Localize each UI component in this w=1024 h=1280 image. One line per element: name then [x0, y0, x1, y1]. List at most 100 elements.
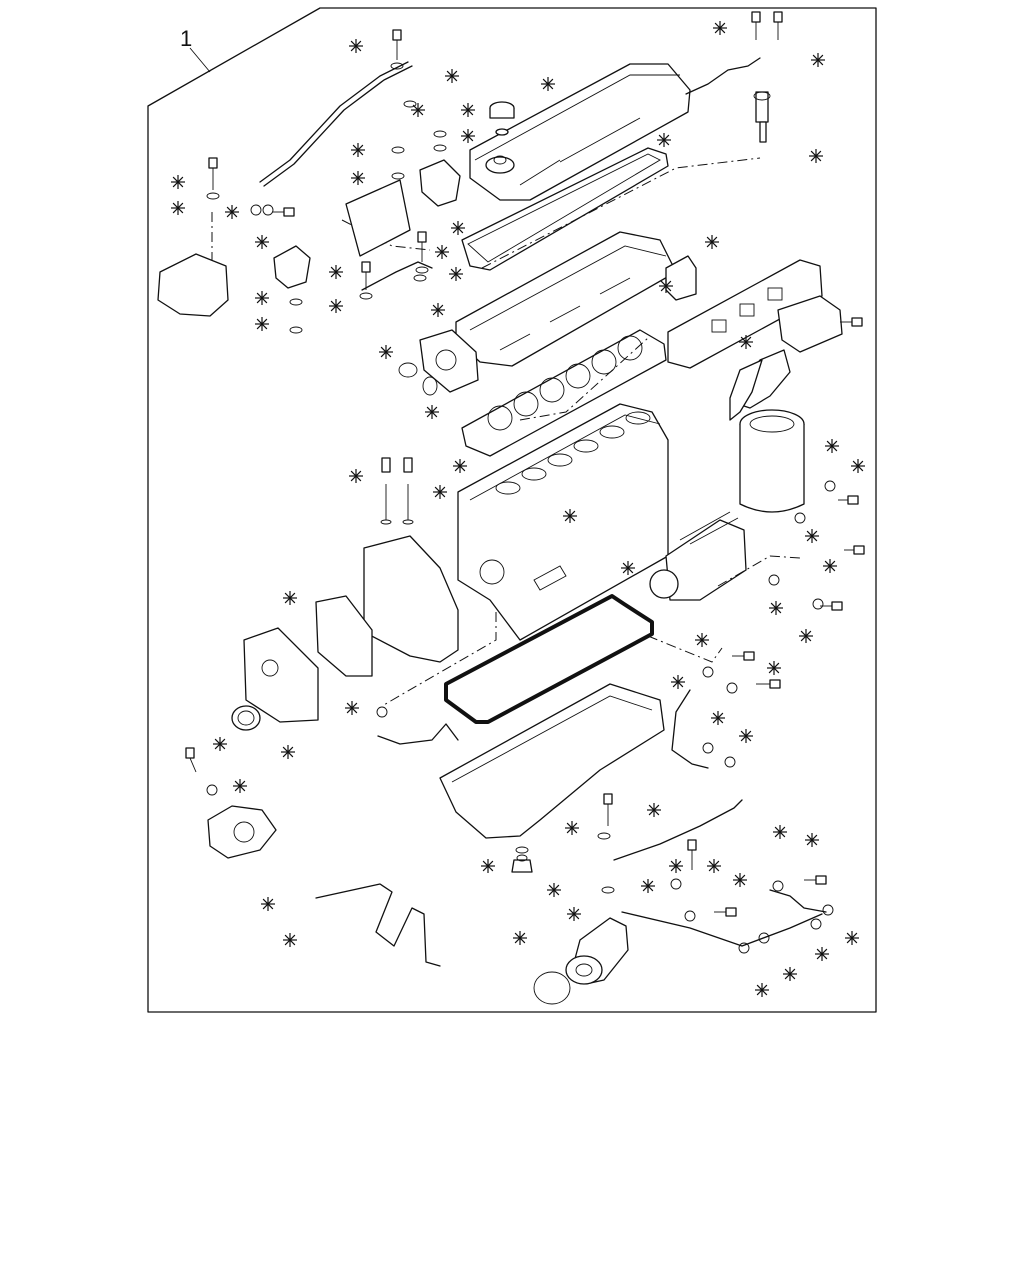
asterisk-marker — [851, 459, 865, 473]
washer — [724, 756, 736, 768]
assembly-centerline-6 — [341, 219, 431, 251]
asterisk-markers — [171, 21, 865, 997]
asterisk-marker — [767, 661, 781, 675]
asterisk-marker — [799, 629, 813, 643]
water-pump-assembly — [157, 159, 461, 317]
assembly-centerline-7 — [519, 337, 649, 421]
asterisk-marker — [213, 737, 227, 751]
asterisk-marker — [351, 143, 365, 157]
asterisk-marker — [351, 171, 365, 185]
asterisk-marker — [425, 405, 439, 419]
lower-tube-assembly — [315, 883, 441, 967]
thermostat-housing — [419, 329, 479, 393]
steering-line — [769, 889, 827, 913]
asterisk-marker — [283, 933, 297, 947]
asterisk-marker — [255, 235, 269, 249]
asterisk-marker — [705, 235, 719, 249]
washer — [812, 598, 824, 610]
asterisk-marker — [445, 69, 459, 83]
asterisk-marker — [349, 469, 363, 483]
washer — [670, 878, 682, 890]
oil-filler-cap — [489, 101, 515, 136]
washer — [433, 130, 447, 138]
asterisk-marker — [713, 21, 727, 35]
timing-cover-gasket — [315, 595, 373, 677]
asterisk-marker — [811, 53, 825, 67]
bolt — [756, 679, 781, 689]
asterisk-marker — [621, 561, 635, 575]
bolt — [392, 29, 402, 60]
asterisk-marker — [461, 129, 475, 143]
asterisk-marker — [233, 779, 247, 793]
washer — [516, 854, 528, 862]
power-steering-pump — [207, 805, 277, 859]
front-cover — [243, 627, 319, 723]
bolt — [687, 839, 697, 870]
asterisk-marker — [261, 897, 275, 911]
fuel-injection-pump — [649, 511, 747, 601]
washer — [822, 904, 834, 916]
fuel-supply-line — [613, 799, 743, 861]
asterisk-marker — [805, 833, 819, 847]
oil-pan — [439, 683, 665, 839]
washer — [794, 512, 806, 524]
washer — [391, 172, 405, 180]
asterisk-marker — [345, 701, 359, 715]
kit-boundary-frame — [147, 7, 877, 1013]
oil-pan-gasket — [444, 594, 654, 724]
asterisk-marker — [733, 873, 747, 887]
washer — [359, 292, 373, 300]
washer — [206, 784, 218, 796]
washer — [810, 918, 822, 930]
asterisk-marker — [433, 485, 447, 499]
washer — [758, 932, 770, 944]
bolt — [603, 793, 613, 826]
air-compressor — [565, 917, 629, 985]
asterisk-marker — [255, 291, 269, 305]
washer — [726, 682, 738, 694]
washer — [206, 192, 220, 200]
asterisk-marker — [379, 345, 393, 359]
asterisk-marker — [461, 103, 475, 117]
bolt — [714, 907, 737, 917]
asterisk-marker — [349, 39, 363, 53]
fasteners — [185, 11, 865, 917]
asterisk-marker — [431, 303, 445, 317]
asterisk-marker — [329, 299, 343, 313]
asterisk-marker — [657, 133, 671, 147]
flywheel-housing — [363, 535, 459, 663]
asterisk-marker — [671, 675, 685, 689]
asterisk-marker — [171, 175, 185, 189]
exhaust-pipe-elbow — [729, 359, 763, 421]
asterisk-marker — [669, 859, 683, 873]
asterisk-marker — [647, 803, 661, 817]
washer — [768, 574, 780, 586]
intake-manifold — [667, 259, 823, 369]
injector-line-top-right — [685, 57, 761, 95]
valve-cover-gasket — [461, 147, 669, 271]
callout-number-1: 1 — [180, 26, 192, 51]
bolt — [208, 157, 218, 190]
callout-leader-1 — [189, 47, 211, 73]
washer — [413, 274, 427, 282]
asterisk-marker — [567, 907, 581, 921]
asterisk-marker — [481, 859, 495, 873]
asterisk-marker — [739, 729, 753, 743]
bolt — [844, 545, 865, 555]
asterisk-marker — [809, 149, 823, 163]
washer — [702, 742, 714, 754]
bolt — [773, 11, 783, 40]
exhaust-manifold — [737, 295, 843, 409]
asterisk-marker — [755, 983, 769, 997]
asterisk-marker — [563, 509, 577, 523]
bolt — [732, 651, 755, 661]
assembly-centerline-1 — [481, 157, 761, 269]
oil-line-lower-left — [377, 723, 459, 745]
washer — [597, 832, 611, 840]
asterisk-marker — [823, 559, 837, 573]
valve-springs — [380, 457, 414, 525]
compressor-line — [621, 911, 823, 947]
asterisk-marker — [739, 335, 753, 349]
asterisk-marker — [805, 529, 819, 543]
asterisk-marker — [707, 859, 721, 873]
